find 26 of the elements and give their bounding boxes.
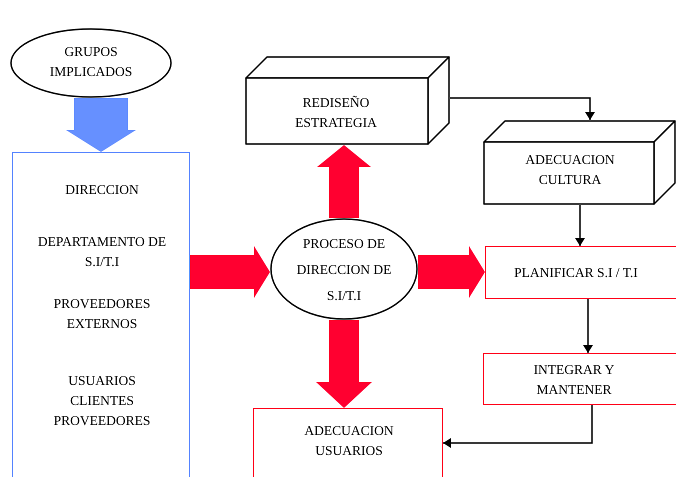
process-box [485,246,676,299]
block-arrow [418,246,485,298]
node-label: DIRECCION [64,181,140,199]
ellipse-node [10,28,172,98]
node-label: GRUPOS IMPLICADOS [48,43,134,81]
node-label: ADECUACION USUARIOS [303,422,395,460]
node-label: REDISEÑO ESTRATEGIA [294,94,378,132]
arrow [450,97,594,120]
node-label: DEPARTAMENTO DE S.I/T.I [36,233,168,271]
process-box [253,408,443,477]
node-label: INTEGRAR Y MANTENER [532,361,616,399]
node-label: ADECUACION CULTURA [524,151,616,189]
block-arrow [66,98,136,152]
node-label: PLANIFICAR S.I / T.I [513,264,639,282]
group-panel [12,152,190,477]
block-arrow [190,246,270,298]
process-box [483,353,676,405]
ellipse-node [270,218,418,320]
node-label: PROVEEDORES EXTERNOS [52,295,152,333]
arrow [576,205,584,246]
arrow [443,405,593,447]
node-label: USUARIOS CLIENTES PROVEEDORES [52,372,152,430]
block-arrow [317,145,371,218]
node-label: PROCESO DE DIRECCION DE S.I/T.I [296,235,392,305]
arrow [584,299,592,353]
block-arrow [316,320,372,408]
